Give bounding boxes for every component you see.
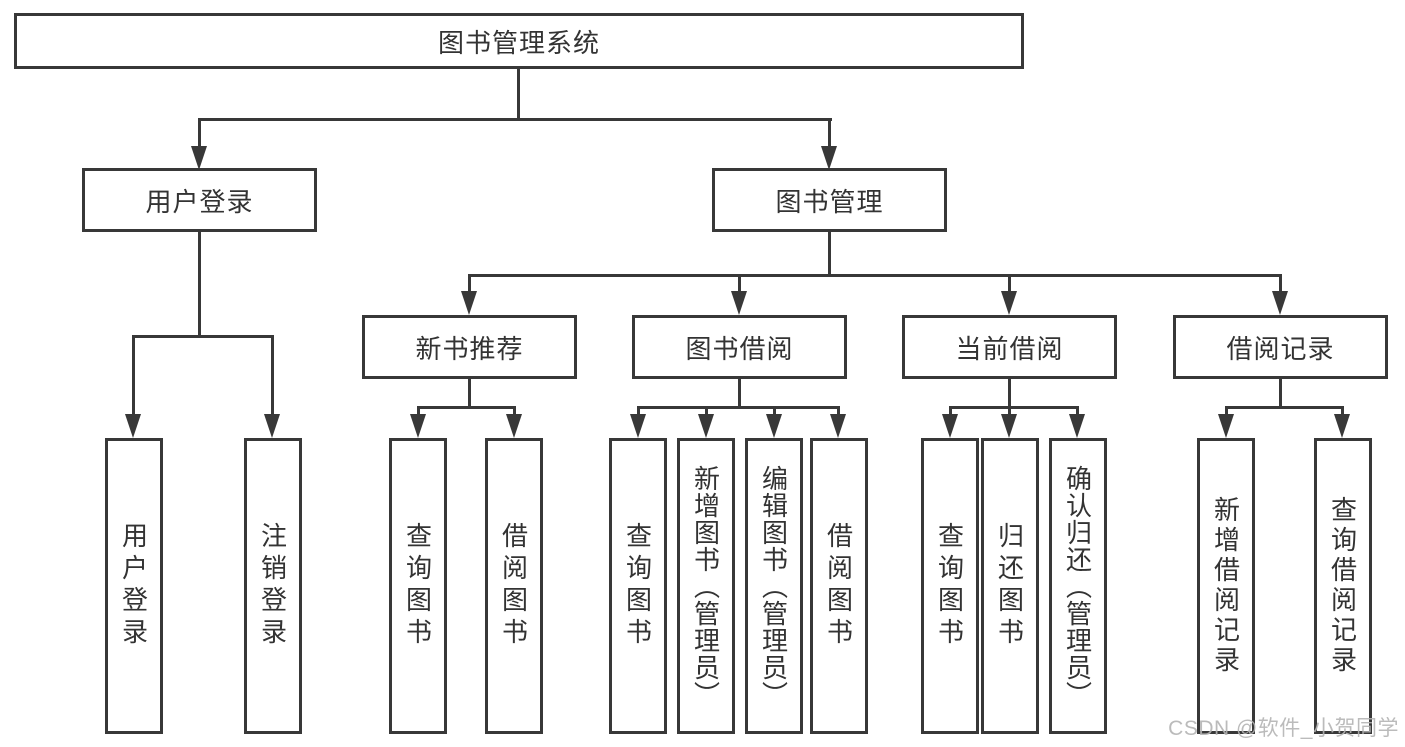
connector-stem (1225, 406, 1228, 416)
arrowhead-down (410, 414, 426, 438)
arrowhead-down (821, 146, 837, 170)
connector-userlogin-drop (198, 232, 201, 337)
connector-stem (637, 406, 640, 416)
node-book-borrow: 图书借阅 (632, 315, 847, 379)
node-current-borrow: 当前借阅 (902, 315, 1117, 379)
connector-recommend-drop (468, 379, 471, 408)
leaf-return-books: 归还图书 (981, 438, 1039, 734)
connector-borrow-drop (738, 379, 741, 408)
leaf-add-borrow-record: 新增借阅记录 (1197, 438, 1255, 734)
connector-stem (468, 274, 471, 291)
connector-root-drop (517, 69, 520, 118)
connector-level1-rail (198, 118, 832, 121)
connector-stem (198, 118, 201, 146)
node-new-book-recommend: 新书推荐 (362, 315, 577, 379)
arrowhead-down (731, 291, 747, 315)
connector-stem (1008, 406, 1011, 416)
connector-stem (828, 118, 831, 146)
leaf-borrow-books-recommend: 借阅图书 (485, 438, 543, 734)
connector-bookmgmt-drop (828, 232, 831, 276)
connector-stem (1341, 406, 1344, 416)
leaf-borrow-books: 借阅图书 (810, 438, 868, 734)
connector-stem (1008, 274, 1011, 291)
node-user-login-module: 用户登录 (82, 168, 317, 232)
node-book-management-module: 图书管理 (712, 168, 947, 232)
connector-records-drop (1279, 379, 1282, 408)
arrowhead-down (1069, 414, 1085, 438)
connector-stem (417, 406, 420, 416)
leaf-query-books-borrow: 查询图书 (609, 438, 667, 734)
leaf-confirm-return-admin: 确认归还（管理员） (1049, 438, 1107, 734)
connector-stem (705, 406, 708, 416)
arrowhead-down (125, 414, 141, 438)
leaf-edit-books-admin: 编辑图书（管理员） (745, 438, 803, 734)
arrowhead-down (506, 414, 522, 438)
node-borrow-records: 借阅记录 (1173, 315, 1388, 379)
csdn-watermark: CSDN @软件_小贺同学 (1168, 717, 1399, 740)
arrowhead-down (698, 414, 714, 438)
leaf-query-borrow-record: 查询借阅记录 (1314, 438, 1372, 734)
leaf-add-books-admin: 新增图书（管理员） (677, 438, 735, 734)
leaf-user-login: 用户登录 (105, 438, 163, 734)
connector-stem (1279, 274, 1282, 291)
connector-borrow-rail (637, 406, 840, 409)
connector-level2-rail (468, 274, 1282, 277)
connector-stem (773, 406, 776, 416)
arrowhead-down (191, 146, 207, 170)
arrowhead-down (461, 291, 477, 315)
arrowhead-down (630, 414, 646, 438)
connector-current-rail (949, 406, 1079, 409)
connector-recommend-rail (417, 406, 516, 409)
leaf-query-books-recommend: 查询图书 (389, 438, 447, 734)
node-root-system: 图书管理系统 (14, 13, 1024, 69)
leaf-query-books-current: 查询图书 (921, 438, 979, 734)
arrowhead-down (1001, 414, 1017, 438)
connector-stem (132, 335, 135, 414)
connector-stem (837, 406, 840, 416)
arrowhead-down (264, 414, 280, 438)
connector-stem (738, 274, 741, 291)
arrowhead-down (830, 414, 846, 438)
connector-stem (271, 335, 274, 414)
connector-records-rail (1225, 406, 1344, 409)
arrowhead-down (1334, 414, 1350, 438)
connector-stem (949, 406, 952, 416)
arrowhead-down (1001, 291, 1017, 315)
arrowhead-down (1218, 414, 1234, 438)
connector-userlogin-rail (132, 335, 274, 338)
leaf-logout: 注销登录 (244, 438, 302, 734)
connector-current-drop (1008, 379, 1011, 408)
arrowhead-down (766, 414, 782, 438)
connector-stem (513, 406, 516, 416)
connector-stem (1076, 406, 1079, 416)
arrowhead-down (1272, 291, 1288, 315)
arrowhead-down (942, 414, 958, 438)
